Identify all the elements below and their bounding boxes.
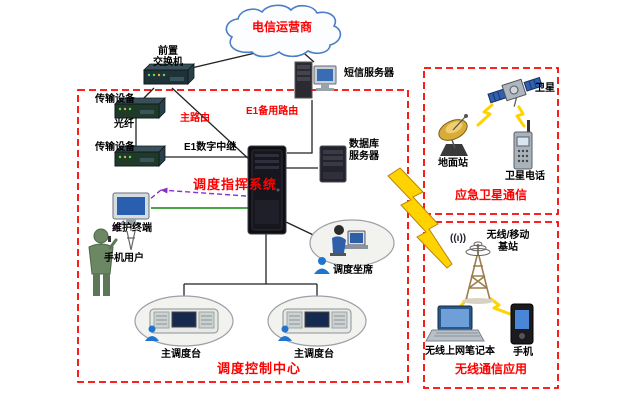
console-right-icon — [282, 308, 352, 334]
console-right-user-icon — [278, 325, 292, 341]
transmission-bottom-label: 传输设备 — [95, 142, 135, 153]
dispatch-seat-user-icon — [314, 257, 330, 274]
ground-station-icon — [438, 114, 468, 156]
lightning-satellite-dish-icon — [476, 103, 494, 127]
transmission-top-label: 传输设备 — [95, 94, 135, 105]
laptop-icon — [425, 305, 485, 342]
sms-server-icon — [294, 61, 337, 99]
antenna-icon — [126, 226, 136, 251]
laptop-label: 无线上网笔记本 — [425, 346, 495, 357]
sms-server-label: 短信服务器 — [344, 68, 394, 79]
cloud-icon — [225, 4, 342, 58]
wireless-signal-icon: ((ι)) — [450, 233, 467, 244]
wireless-section-title: 无线通信应用 — [455, 362, 528, 376]
maintenance-terminal-label: 维护终端 — [112, 223, 152, 234]
control-center-title: 调度控制中心 — [217, 361, 302, 376]
phone-label: 手机 — [513, 347, 533, 358]
line-e1-backup — [287, 100, 313, 154]
satellite-phone-label: 卫星电话 — [505, 171, 545, 182]
transmission-top-icon — [114, 97, 166, 119]
database-server-label: 数据库 服务器 — [349, 139, 379, 162]
control-center-boundary — [77, 89, 409, 383]
console-left-user-icon — [145, 325, 159, 341]
console-left-icon — [149, 308, 219, 334]
cloud-label: 电信运营商 — [252, 20, 313, 34]
satellite-section-boundary — [423, 67, 559, 215]
ground-station-label: 地面站 — [438, 158, 468, 169]
dispatch-seat-label: 调度坐席 — [333, 265, 373, 276]
console-left-label: 主调度台 — [161, 349, 201, 360]
satellite-label: 卫星 — [535, 83, 555, 94]
front-switch-icon — [143, 63, 195, 85]
satellite-section-title: 应急卫星通信 — [455, 188, 528, 202]
dispatch-seat-operator-icon — [330, 225, 368, 256]
line-main-route — [171, 87, 253, 163]
route-e1-trunk-label: E1数字中继 — [184, 142, 237, 153]
lightning-satellite-phone-icon — [515, 105, 526, 128]
lightning-tower-phone-icon — [489, 297, 512, 316]
route-main-label: 主路由 — [180, 113, 210, 124]
base-station-icon — [462, 241, 494, 304]
dashed-arrow-1 — [160, 187, 247, 197]
route-e1-backup-label: E1备用路由 — [246, 106, 299, 117]
database-server-icon — [319, 145, 347, 183]
maintenance-terminal-icon — [112, 192, 150, 225]
console-right-label: 主调度台 — [294, 349, 334, 360]
lightning-main-icon — [387, 167, 453, 269]
dispatch-cabinet-icon — [247, 145, 287, 235]
front-switch-label: 前置 交换机 — [153, 46, 183, 68]
wireless-section-boundary — [423, 221, 559, 389]
mobile-phone-icon — [510, 303, 534, 345]
base-station-label: 无线/移动 基站 — [486, 230, 530, 253]
satellite-icon — [487, 76, 543, 107]
mobile-user-icon — [88, 228, 118, 296]
dispatch-system-label: 调度指挥系统 — [193, 177, 278, 192]
connection-lines — [135, 47, 327, 297]
mobile-user-label: 手机用户 — [104, 253, 144, 264]
fiber-label: 光纤 — [114, 119, 134, 130]
transmission-bottom-icon — [114, 145, 166, 167]
satellite-phone-icon — [513, 120, 533, 170]
